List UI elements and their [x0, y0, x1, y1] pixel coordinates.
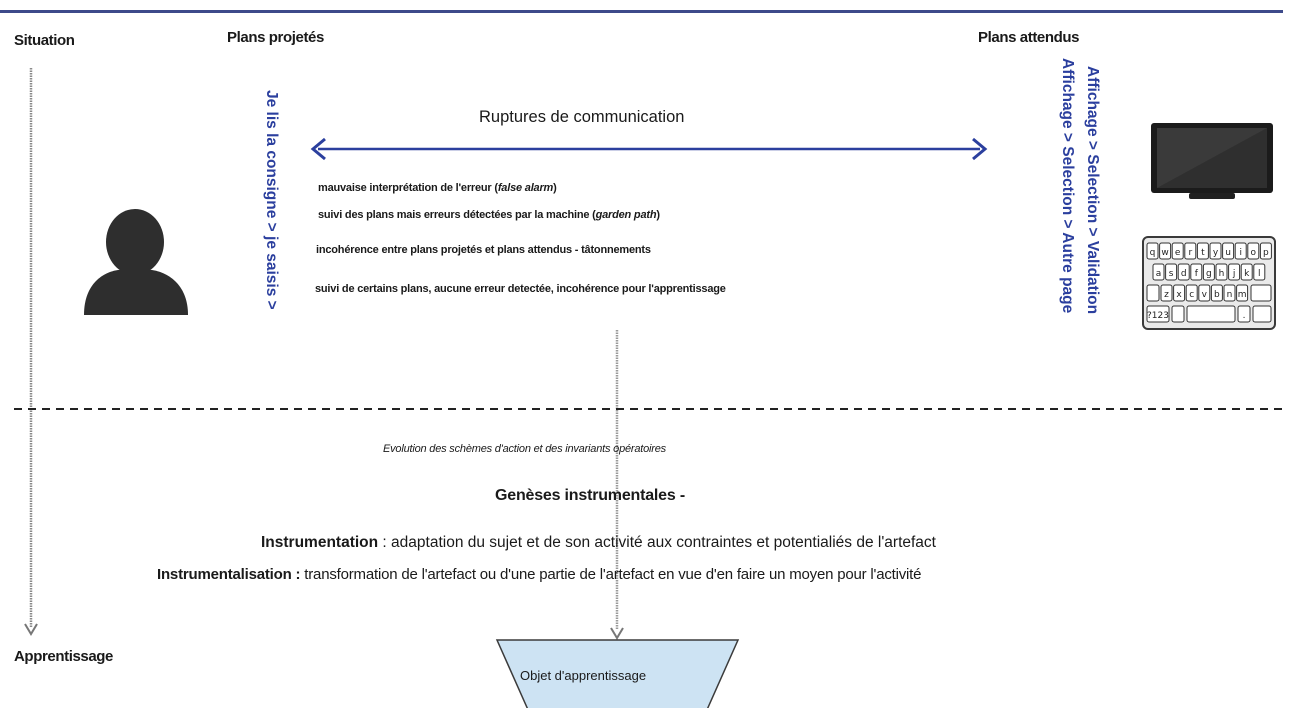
keyboard-key — [1184, 242, 1197, 260]
instrumentation-term: Instrumentation — [261, 534, 379, 551]
keyboard-key-label: c — [1189, 290, 1194, 300]
keyboard-key-label: k — [1244, 269, 1250, 279]
planned-plans-label: Plans projetés — [227, 29, 324, 46]
keyboard-key-label: n — [1227, 290, 1233, 300]
keyboard-key-label: p — [1263, 248, 1269, 258]
keyboard-key-label: l — [1258, 269, 1261, 279]
instrumentation-definition: : adaptation du sujet et de son activité… — [378, 534, 936, 551]
comma-key — [1171, 305, 1185, 323]
rupture-item: suivi des plans mais erreurs détectées p… — [318, 209, 660, 221]
keyboard-key-label: d — [1181, 269, 1187, 279]
keyboard-key — [1223, 284, 1236, 302]
keyboard-key-label: r — [1188, 248, 1192, 258]
keyboard-key-label: u — [1225, 248, 1231, 258]
communication-arrow-left-head — [310, 137, 326, 161]
keyboard-key-label: f — [1195, 269, 1199, 279]
keyboard-key — [1198, 284, 1211, 302]
keyboard-key — [1202, 263, 1215, 281]
learning-object-shape — [495, 639, 740, 708]
keyboard-key-label: b — [1214, 290, 1220, 300]
machine-plan-2-text: Affichage > Selection > Autre page — [1059, 58, 1076, 314]
machine-plan-1-text: Affichage > Selection > Validation — [1084, 66, 1101, 315]
keyboard-key — [1196, 242, 1209, 260]
geneses-title: Genèses instrumentales - — [495, 487, 685, 504]
keyboard-key — [1185, 284, 1198, 302]
keyboard-key — [1177, 263, 1190, 281]
keyboard-key — [1165, 263, 1178, 281]
keyboard-key-label: i — [1239, 248, 1242, 258]
keyboard-key-label: o — [1251, 248, 1257, 258]
keyboard-key — [1253, 263, 1266, 281]
communication-breaks-label: Ruptures de communication — [479, 108, 685, 126]
period-key — [1237, 305, 1251, 323]
situation-label: Situation — [14, 32, 75, 49]
expected-plans-label: Plans attendus — [978, 29, 1080, 46]
keyboard-key — [1152, 263, 1165, 281]
communication-arrow-right-head — [972, 137, 988, 161]
keyboard-key — [1222, 242, 1235, 260]
keyboard-key-label: e — [1175, 248, 1181, 258]
instrumentation-line: Instrumentation : adaptation du sujet et… — [261, 534, 936, 552]
keyboard-key — [1210, 284, 1223, 302]
keyboard-key-label: h — [1219, 269, 1225, 279]
rupture-item: mauvaise interprétation de l'erreur (fal… — [318, 182, 557, 194]
enter-key — [1252, 305, 1272, 323]
symbols-key — [1146, 305, 1170, 323]
learning-object-label: Objet d'apprentissage — [520, 668, 647, 683]
keyboard-key-label: s — [1169, 269, 1174, 279]
keyboard-key-label: w — [1161, 248, 1168, 258]
keyboard-key-label: q — [1150, 248, 1156, 258]
keyboard-key — [1190, 263, 1203, 281]
keyboard-key-label: ?123 — [1147, 311, 1169, 321]
keyboard-key — [1209, 242, 1222, 260]
top-rule — [0, 10, 1283, 13]
keyboard-key — [1159, 242, 1172, 260]
monitor-icon — [1151, 123, 1273, 199]
rupture-item: suivi de certains plans, aucune erreur d… — [315, 283, 726, 295]
user-plan-text: Je lis la consigne > je saisis > — [263, 90, 280, 310]
person-icon — [84, 209, 188, 315]
keyboard-key — [1236, 284, 1249, 302]
keyboard-key-label: z — [1164, 290, 1169, 300]
keyboard-key-label: m — [1238, 290, 1247, 300]
learning-label: Apprentissage — [14, 648, 113, 665]
space-key — [1186, 305, 1236, 323]
keyboard-key — [1173, 284, 1186, 302]
shift-key — [1146, 284, 1160, 302]
backspace-key — [1250, 284, 1272, 302]
keyboard-key — [1160, 284, 1173, 302]
keyboard-key-label: j — [1232, 269, 1236, 279]
keyboard-key — [1247, 242, 1260, 260]
keyboard-key-label: . — [1243, 311, 1246, 321]
keyboard-key — [1215, 263, 1228, 281]
instrumentalisation-line: Instrumentalisation : transformation de … — [157, 566, 921, 583]
keyboard-key-label: v — [1202, 290, 1208, 300]
keyboard-key — [1259, 242, 1272, 260]
keyboard-key-label: t — [1201, 248, 1205, 258]
keyboard-key-label: g — [1206, 269, 1212, 279]
keyboard-key-label: y — [1213, 248, 1219, 258]
keyboard-key — [1171, 242, 1184, 260]
situation-axis-head — [24, 623, 38, 636]
keyboard-key — [1234, 242, 1247, 260]
rupture-item: incohérence entre plans projetés et plan… — [316, 244, 651, 256]
instrumentalisation-term: Instrumentalisation : — [157, 566, 301, 583]
keyboard-key-label: x — [1176, 290, 1182, 300]
keyboard-key — [1146, 242, 1159, 260]
instrumentalisation-definition: transformation de l'artefact ou d'une pa… — [300, 566, 922, 583]
keyboard-key-label: a — [1156, 269, 1162, 279]
keyboard-key — [1240, 263, 1253, 281]
keyboard-key — [1228, 263, 1241, 281]
evolution-text: Evolution des schèmes d'action et des in… — [383, 443, 666, 455]
evolution-axis-head — [610, 627, 624, 640]
